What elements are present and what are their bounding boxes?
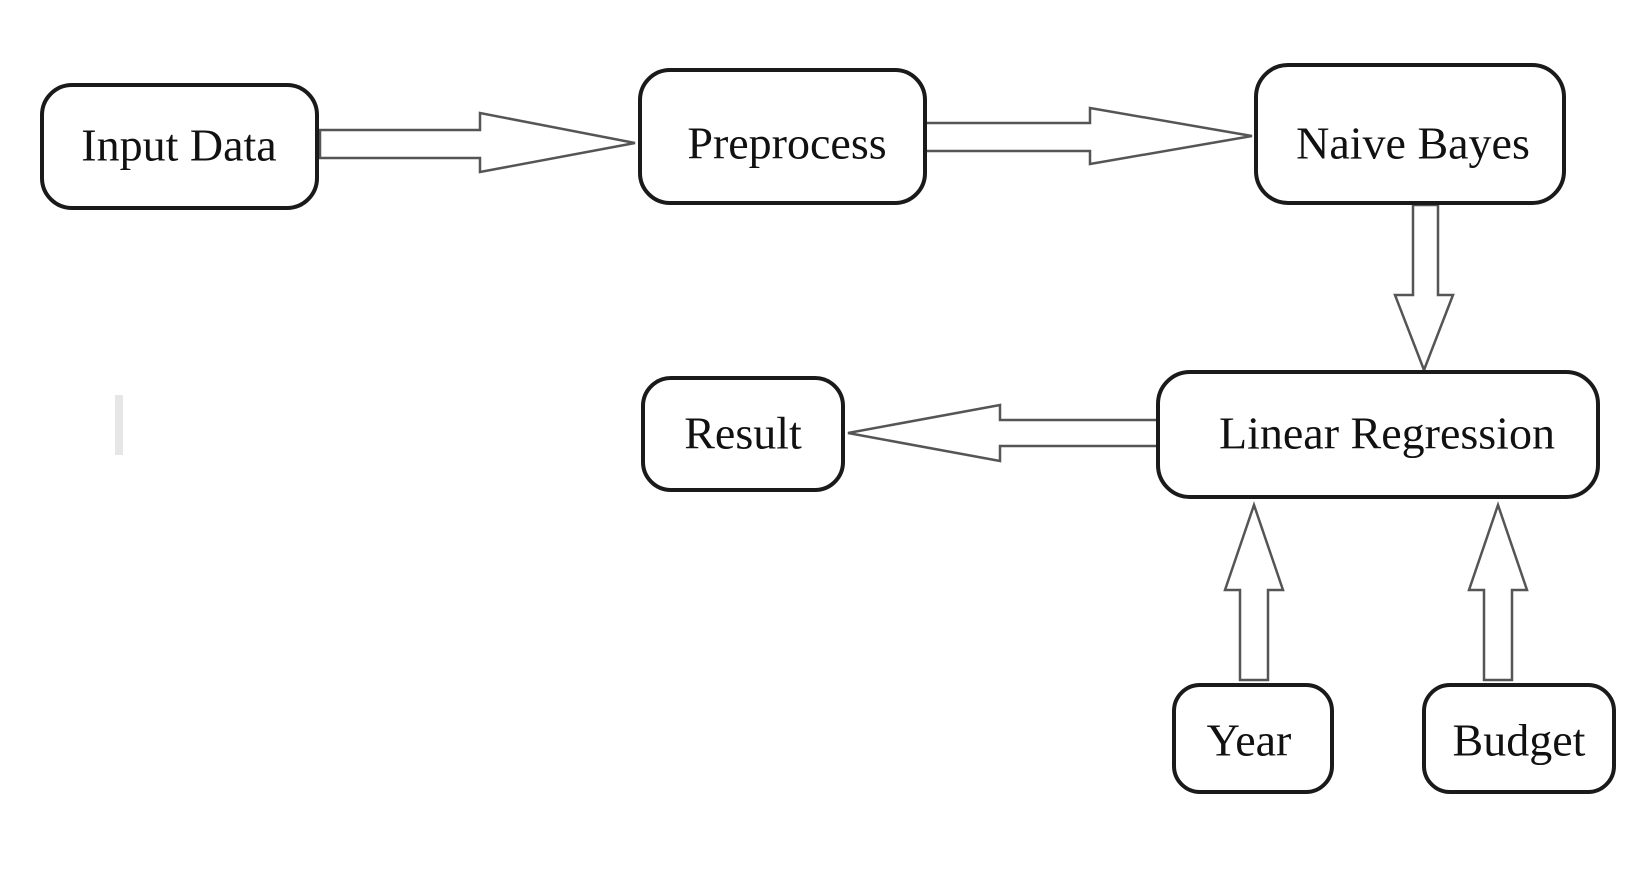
arrow-linear-regression-to-result	[847, 403, 1162, 463]
node-linear-regression: Linear Regression	[1156, 370, 1600, 499]
scan-artifact	[115, 395, 123, 455]
node-naive-bayes-label: Naive Bayes	[1296, 118, 1530, 169]
arrow-input-to-preprocess	[318, 111, 636, 174]
arrow-naive-bayes-to-linear-regression	[1393, 203, 1455, 374]
arrow-preprocess-to-naive-bayes	[923, 106, 1253, 166]
node-naive-bayes: Naive Bayes	[1254, 63, 1566, 205]
node-input-data: Input Data	[40, 83, 319, 210]
node-budget-label: Budget	[1453, 715, 1586, 766]
node-result-label: Result	[684, 408, 802, 459]
node-budget: Budget	[1422, 683, 1616, 794]
node-result: Result	[641, 376, 845, 492]
node-year: Year	[1172, 683, 1334, 794]
arrow-budget-to-linear-regression	[1467, 501, 1529, 682]
arrow-year-to-linear-regression	[1223, 501, 1285, 682]
node-linear-regression-label: Linear Regression	[1219, 408, 1555, 459]
node-input-data-label: Input Data	[81, 120, 276, 171]
node-preprocess: Preprocess	[638, 68, 927, 205]
node-preprocess-label: Preprocess	[687, 118, 886, 169]
node-year-label: Year	[1207, 715, 1292, 766]
